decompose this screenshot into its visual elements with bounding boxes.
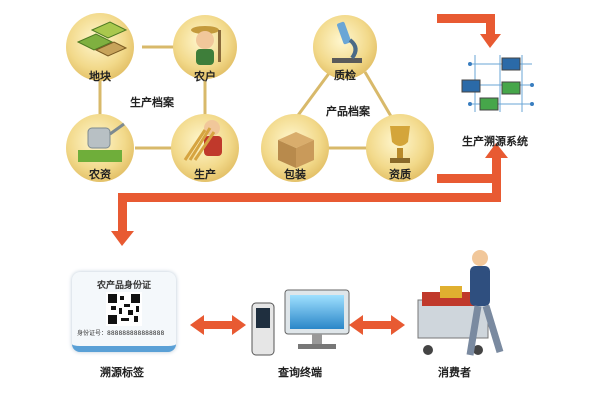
production-label: 生产 (194, 168, 216, 181)
flow-arrows (111, 14, 508, 335)
packaging-label: 包装 (284, 168, 306, 181)
network-computers-icon (461, 55, 534, 112)
arrow-system-loop (111, 143, 508, 246)
card-title: 农产品身份证 (96, 281, 151, 291)
shopping-consumer-icon (417, 250, 504, 356)
trophy-icon (390, 126, 410, 163)
pesticide-node (66, 114, 134, 182)
qr-code-icon (106, 292, 142, 326)
system-label: 生产溯源系统 (462, 135, 528, 148)
inspection-label: 质检 (334, 69, 356, 82)
packaging-node (261, 114, 329, 182)
field-plots-icon (76, 21, 128, 57)
product-archive-title: 产品档案 (326, 105, 370, 118)
terminal-label: 查询终端 (278, 366, 322, 379)
farmer-icon (191, 26, 221, 65)
card-id-text: 身份证号：888888888888888 (77, 330, 165, 337)
arrow-to-system-top (437, 14, 501, 48)
microscope-icon (332, 21, 362, 63)
watering-can-icon (78, 122, 125, 162)
production-node (171, 114, 239, 182)
plot-label: 地块 (89, 70, 111, 83)
arrow-label-terminal (190, 315, 246, 335)
farmer-node (173, 15, 237, 79)
trace-label-card: 农产品身份证 身份证号：888888888888888 (72, 272, 176, 352)
phone-monitor-icon (251, 289, 350, 356)
arrow-terminal-consumer (349, 315, 405, 335)
wheat-farmer-icon (183, 120, 222, 161)
farmer-label: 农户 (194, 70, 216, 83)
product-archive-connectors (294, 71, 394, 150)
consumer-label: 消费者 (438, 366, 471, 379)
trace-label-label: 溯源标签 (100, 366, 144, 379)
production-archive-title: 生产档案 (130, 96, 174, 109)
pesticide-label: 农资 (89, 168, 111, 181)
inspection-node (313, 15, 377, 79)
qualification-label: 资质 (389, 168, 411, 181)
plot-node (66, 13, 134, 81)
qualification-node (366, 114, 434, 182)
box-icon (278, 132, 314, 168)
